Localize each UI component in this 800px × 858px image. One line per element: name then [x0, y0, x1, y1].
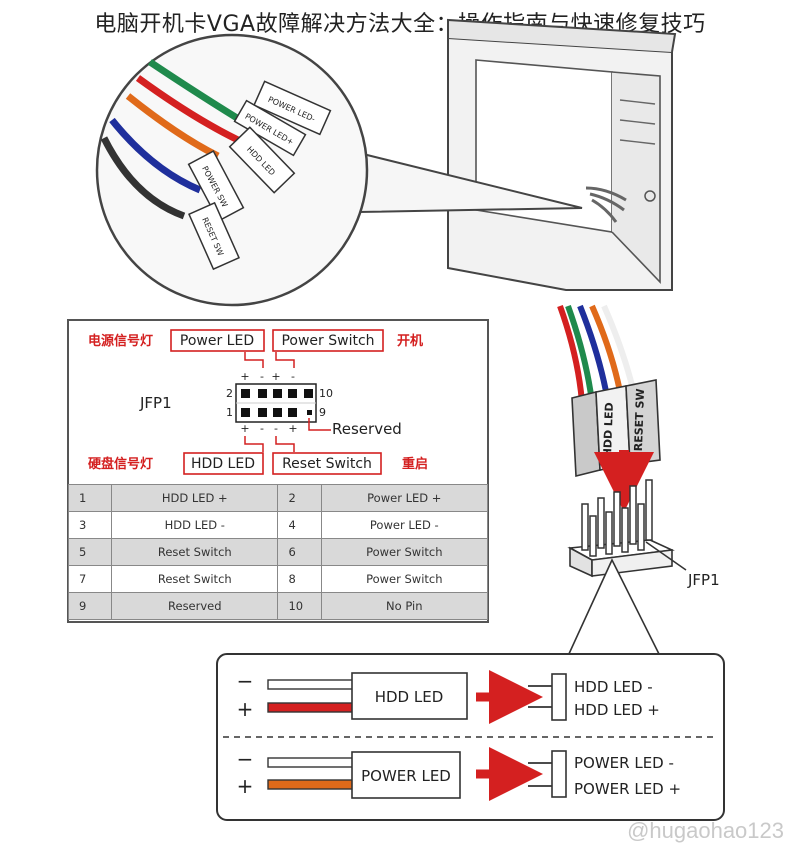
label-reset-switch: Reset Switch: [282, 456, 372, 472]
pin-polarity: +: [240, 422, 249, 435]
label-power-led: Power LED: [180, 333, 254, 349]
pin-function: Power Switch: [320, 538, 489, 566]
power-led-plus-label: POWER LED +: [574, 780, 681, 798]
pc-case-illustration: [447, 18, 677, 291]
pin-function: Reset Switch: [111, 565, 279, 593]
pin-polarity: -: [274, 422, 278, 435]
hdd-led-box-label: HDD LED: [375, 688, 444, 706]
pin-number: 5: [67, 538, 113, 566]
pin-polarity: -: [260, 370, 264, 383]
label-hdd-led: HDD LED: [191, 456, 255, 472]
pin-label-10: 10: [319, 387, 333, 400]
pin-polarity: -: [291, 370, 295, 383]
pin-number: 8: [277, 565, 322, 593]
pin-function: Power LED -: [320, 511, 489, 539]
reserved-label: Reserved: [332, 420, 402, 438]
hdd-led-plus-label: HDD LED +: [574, 701, 660, 719]
table-row: 3 HDD LED - 4 Power LED -: [67, 511, 489, 539]
pin-function: Power LED +: [320, 484, 489, 512]
pin-number: 7: [67, 565, 113, 593]
pin-polarity: +: [271, 370, 280, 383]
pin-number: 9: [67, 592, 113, 620]
right-connector-reset-sw: RESET SW: [632, 388, 647, 451]
hdd-plus-sign: +: [237, 697, 254, 721]
right-header-illustration: HDD LED RESET SW JFP1: [557, 304, 720, 657]
pin-function: HDD LED -: [111, 511, 279, 539]
label-reset-switch-cn: 重启: [402, 456, 428, 472]
power-led-box-label: POWER LED: [361, 767, 451, 785]
label-hdd-led-cn: 硬盘信号灯: [88, 456, 153, 472]
table-row: 1 HDD LED + 2 Power LED +: [67, 484, 489, 512]
hdd-led-minus-label: HDD LED -: [574, 678, 653, 696]
header-name-jfp1: JFP1: [139, 394, 172, 412]
pin-function: HDD LED +: [111, 484, 279, 512]
pin-assignment-table: 1 HDD LED + 2 Power LED + 3 HDD LED - 4 …: [67, 484, 489, 620]
right-header-label: JFP1: [687, 571, 720, 589]
pin-number: 2: [277, 484, 322, 512]
pin-polarity: +: [240, 370, 249, 383]
zoom-connector-illustration: POWER LED- POWER LED+ HDD LED POWER SW R…: [95, 33, 583, 307]
watermark: @hugaohao123: [627, 818, 784, 843]
pin-number: 1: [67, 484, 113, 512]
power-led-minus-label: POWER LED -: [574, 754, 674, 772]
pin-number: 4: [277, 511, 322, 539]
table-row: 7 Reset Switch 8 Power Switch: [67, 565, 489, 593]
jfp1-header-panel: 电源信号灯 Power LED Power Switch 开机 JFP1 + -…: [67, 319, 489, 623]
pin-number: 10: [277, 592, 322, 620]
label-power-led-cn: 电源信号灯: [88, 333, 153, 349]
pin-function: Reset Switch: [111, 538, 279, 566]
hdd-minus-sign: −: [237, 669, 254, 693]
pin-label-2: 2: [226, 387, 233, 400]
right-connector-hdd-led: HDD LED: [601, 402, 616, 457]
pin-polarity: +: [288, 422, 297, 435]
pin-number: 3: [67, 511, 113, 539]
pin-polarity: -: [260, 422, 264, 435]
pin-label-9: 9: [319, 406, 326, 419]
pin-number: 6: [277, 538, 322, 566]
pin-function: Reserved: [111, 592, 279, 620]
led-wiring-box: − + HDD LED HDD LED - HDD LED + − + POWE…: [216, 653, 725, 821]
table-row: 9 Reserved 10 No Pin: [67, 592, 489, 620]
pin-label-1: 1: [226, 406, 233, 419]
table-row: 5 Reset Switch 6 Power Switch: [67, 538, 489, 566]
pin-function: No Pin: [320, 592, 489, 620]
power-plus-sign: +: [237, 774, 254, 798]
power-minus-sign: −: [237, 747, 254, 771]
label-power-switch-cn: 开机: [397, 333, 423, 349]
header-pins: [241, 389, 313, 417]
label-power-switch: Power Switch: [281, 333, 374, 349]
pin-function: Power Switch: [320, 565, 489, 593]
